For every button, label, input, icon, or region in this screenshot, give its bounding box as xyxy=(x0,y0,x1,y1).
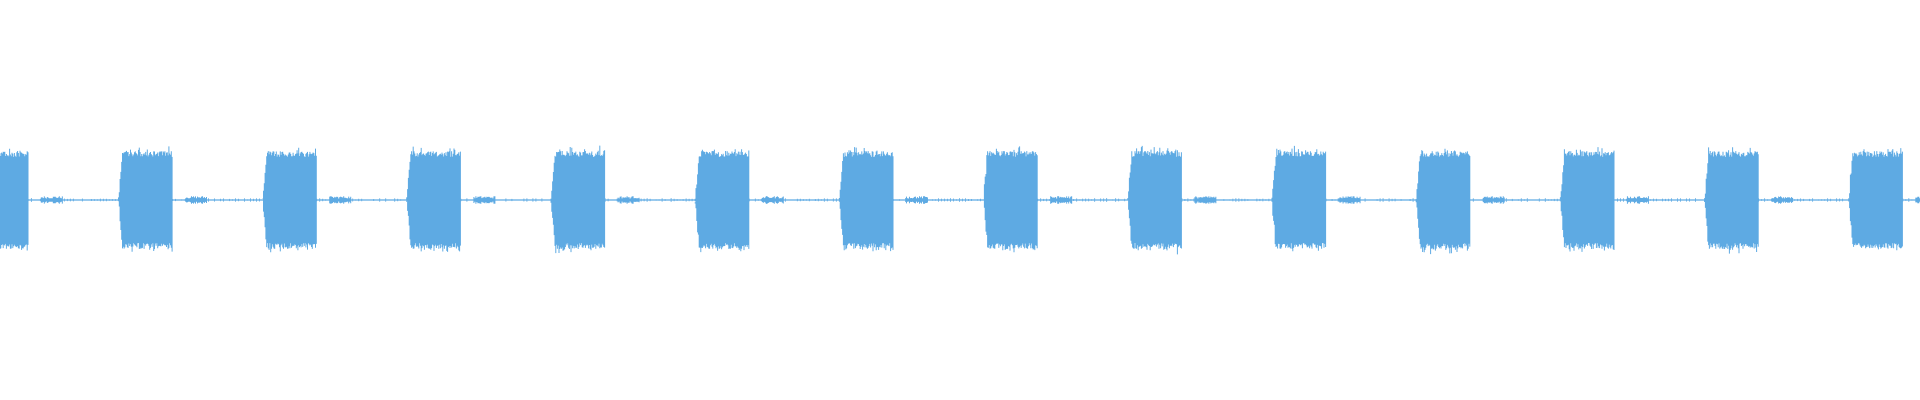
waveform-burst xyxy=(1127,145,1182,255)
waveform-burst xyxy=(0,148,29,251)
waveform-quiet-noise xyxy=(172,198,260,202)
waveform-burst xyxy=(694,149,750,253)
waveform-quiet-blip xyxy=(1050,196,1073,204)
waveform-quiet-blip xyxy=(329,196,352,204)
waveform-quiet-noise xyxy=(316,198,408,202)
waveform-quiet-noise xyxy=(460,198,552,202)
waveform-quiet-blip xyxy=(40,196,63,204)
waveform-quiet-blip xyxy=(473,196,496,204)
waveform-quiet-noise xyxy=(1181,198,1273,202)
waveform-burst xyxy=(838,147,894,252)
waveform-quiet-noise xyxy=(748,198,840,202)
waveform-quiet-noise xyxy=(1758,198,1850,202)
waveform-quiet-blip xyxy=(905,196,928,204)
waveform-quiet-blip xyxy=(761,196,784,204)
waveform-quiet-noise xyxy=(1902,198,1919,202)
waveform-burst xyxy=(1704,147,1759,254)
waveform-bursts xyxy=(0,145,1920,255)
waveform-burst xyxy=(1271,145,1327,252)
waveform-quiet-blip xyxy=(1771,196,1794,204)
waveform-quiet-blip xyxy=(1482,196,1505,204)
waveform-quiet-noise xyxy=(604,198,696,202)
waveform-quiet-noise xyxy=(893,198,984,202)
waveform-burst xyxy=(1415,148,1471,255)
waveform-burst xyxy=(262,147,317,253)
waveform-burst xyxy=(983,146,1038,253)
waveform-quiet-noise xyxy=(27,198,119,202)
waveform-quiet-blip xyxy=(1338,196,1361,204)
waveform-burst xyxy=(406,146,461,252)
waveform-burst xyxy=(1559,147,1615,252)
waveform-quiet-blip xyxy=(185,196,208,204)
waveform-quiet-blip xyxy=(617,196,640,204)
waveform-quiet-blip xyxy=(1626,196,1649,204)
waveform-burst xyxy=(118,146,173,252)
waveform-burst xyxy=(1848,148,1903,251)
waveform-quiet-noise xyxy=(1325,198,1417,202)
waveform-quiet-noise xyxy=(1037,198,1129,202)
waveform-quiet-blip xyxy=(1194,196,1217,204)
waveform-burst xyxy=(550,145,606,254)
